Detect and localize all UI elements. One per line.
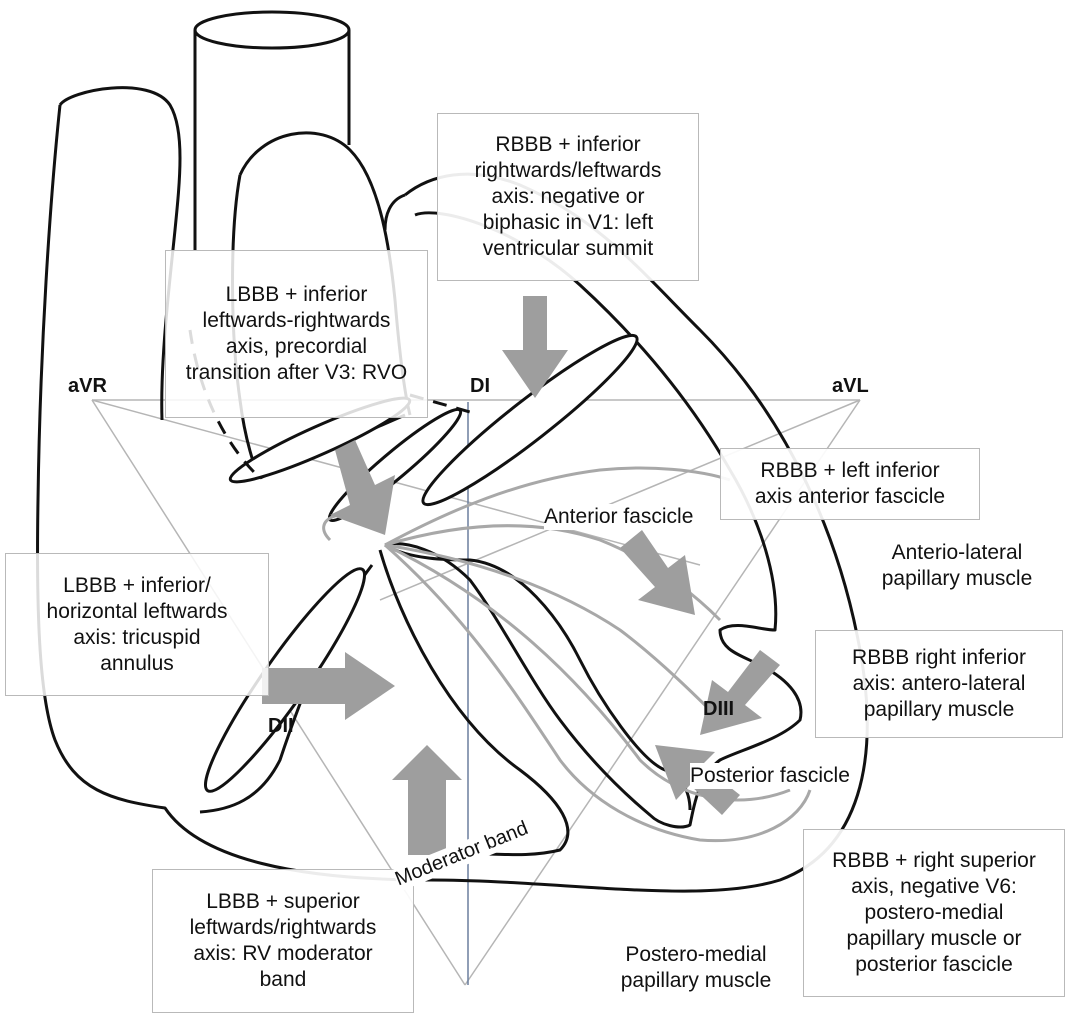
aorta-outline (193, 10, 351, 250)
pm-papillary-box: RBBB + right superior axis, negative V6:… (803, 829, 1065, 997)
lead-diii-label: DIII (703, 698, 735, 720)
rvo-box: LBBB + inferior leftwards-rightwards axi… (165, 250, 428, 418)
arrow-anterior-fascicle (620, 530, 695, 615)
moderator-band-box: LBBB + superior leftwards/rightwards axi… (152, 869, 414, 1013)
lv-summit-box: RBBB + inferior rightwards/leftwards axi… (437, 113, 699, 281)
lead-avl-label: aVL (832, 375, 869, 397)
lead-avr-label: aVR (68, 375, 107, 397)
postero-medial-label: Postero-medial papillary muscle (620, 943, 772, 992)
arrow-rvo (330, 440, 395, 535)
arrow-tricuspid (262, 652, 395, 720)
posterior-fascicle-label: Posterior fascicle (690, 763, 850, 789)
arrow-al-papillary (700, 650, 780, 735)
arrow-lv-summit (502, 296, 568, 398)
tricuspid-annulus-box: LBBB + inferior/ horizontal leftwards ax… (5, 553, 269, 696)
arrow-moderator (392, 745, 462, 855)
lead-dii-label: DII (268, 715, 294, 737)
anterior-fascicle-box: RBBB + left inferior axis anterior fasci… (720, 448, 980, 520)
al-papillary-box: RBBB right inferior axis: antero-lateral… (815, 630, 1063, 738)
anterior-fascicle-label: Anterior fascicle (544, 504, 694, 530)
anterio-lateral-label: Anterio-lateral papillary muscle (881, 541, 1033, 590)
lead-di-label: DI (470, 375, 490, 397)
